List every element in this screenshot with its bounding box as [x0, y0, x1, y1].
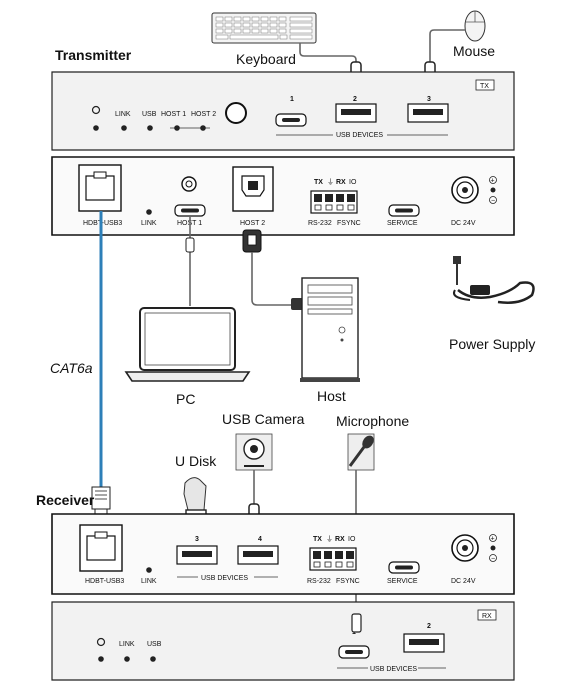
rs232-label: RS-232 [307, 578, 331, 585]
receiver-rear-panel: HDBT-USB3 LINK 3 4 USB DEVICES TX ⏚ RX I… [51, 513, 515, 595]
link-led [146, 567, 152, 573]
svg-text:−: − [491, 556, 495, 563]
svg-text:⏚: ⏚ [327, 178, 334, 186]
svg-text:⏚: ⏚ [326, 535, 333, 543]
port-number: 1 [290, 96, 294, 103]
usb-c-plug-icon [351, 613, 362, 633]
rx-label: RX [336, 179, 346, 186]
usb-devices-label: USB DEVICES [336, 132, 383, 139]
link-led [124, 656, 130, 662]
service-label: SERVICE [387, 220, 418, 227]
terminal-block[interactable] [309, 547, 357, 571]
host1-label: HOST 1 [161, 111, 186, 118]
host1-led [174, 125, 180, 131]
fsync-label: FSYNC [337, 220, 361, 227]
keyboard-cable [299, 43, 357, 72]
microphone-label: Microphone [336, 413, 409, 429]
link-led [146, 209, 152, 215]
polarity-icon: + − [489, 176, 497, 205]
port-number: 2 [353, 96, 357, 103]
link-label: LINK [119, 641, 135, 648]
port-number: 4 [258, 536, 262, 543]
svg-text:−: − [491, 198, 495, 205]
tx-label: TX [314, 179, 323, 186]
power-icon [91, 105, 101, 115]
usb-c-plug-icon [185, 237, 195, 253]
microphone-icon [347, 433, 375, 471]
link-label: LINK [141, 578, 157, 585]
desktop-tower-icon [300, 277, 360, 382]
host2-label: HOST 2 [240, 220, 265, 227]
usb-led [150, 656, 156, 662]
terminal-block[interactable] [310, 190, 358, 214]
transmitter-rear-panel: HDBT-USB3 LINK HOST 1 HOST 2 TX ⏚ RX IO … [51, 156, 515, 236]
hdbt-label: HDBT-USB3 [83, 220, 122, 227]
pc-label: PC [176, 391, 195, 407]
dc-label: DC 24V [451, 578, 476, 585]
mouse-cable [429, 29, 466, 72]
usb-devices-label: USB DEVICES [370, 666, 417, 673]
mouse-label: Mouse [453, 43, 495, 59]
io-label: IO [348, 536, 356, 543]
link-led [121, 125, 127, 131]
power-led [98, 656, 104, 662]
service-label: SERVICE [387, 578, 418, 585]
usb-led [147, 125, 153, 131]
host-label: Host [317, 388, 346, 404]
rx-badge: RX [482, 613, 492, 620]
receiver-front-panel: RX LINK USB 1 2 USB DEVICES [51, 601, 515, 681]
fsync-label: FSYNC [336, 578, 360, 585]
polarity-icon: + − [489, 534, 497, 563]
cat6a-label: CAT6a [50, 360, 93, 376]
usb-label: USB [142, 111, 157, 118]
power-icon [96, 637, 106, 647]
io-label: IO [349, 179, 357, 186]
host2-label: HOST 2 [191, 111, 216, 118]
mouse-icon [464, 10, 486, 42]
u-disk-label: U Disk [175, 453, 217, 469]
rj45-plug-icon [91, 486, 111, 516]
usb-camera-label: USB Camera [222, 411, 305, 427]
svg-text:+: + [491, 178, 495, 185]
link-label: LINK [141, 220, 157, 227]
keyboard-label: Keyboard [236, 51, 296, 67]
rs232-label: RS-232 [308, 220, 332, 227]
power-led [93, 125, 99, 131]
port-number: 3 [195, 536, 199, 543]
power-adapter-icon [453, 256, 535, 304]
usb-b-plug-icon [242, 229, 262, 253]
dc-label: DC 24V [451, 220, 476, 227]
usb-devices-label: USB DEVICES [201, 575, 248, 582]
host-switch-button[interactable] [225, 102, 247, 124]
camera-icon [235, 433, 273, 471]
rx-label: RX [335, 536, 345, 543]
host-cable [251, 252, 292, 306]
receiver-title: Receiver [36, 492, 95, 508]
link-label: LINK [115, 111, 131, 118]
host2-led [200, 125, 206, 131]
port-number: 3 [427, 96, 431, 103]
transmitter-front-panel: TX LINK USB HOST 1 HOST 2 1 2 3 USB DEVI… [51, 71, 515, 151]
port-number: 2 [427, 623, 431, 630]
laptop-icon [124, 307, 251, 382]
tx-badge: TX [480, 83, 489, 90]
tx-label: TX [313, 536, 322, 543]
hdbt-label: HDBT-USB3 [85, 578, 124, 585]
transmitter-title: Transmitter [55, 47, 132, 63]
usb-label: USB [147, 641, 162, 648]
keyboard-icon [211, 12, 317, 44]
power-supply-label: Power Supply [449, 336, 535, 352]
svg-text:+: + [491, 536, 495, 543]
